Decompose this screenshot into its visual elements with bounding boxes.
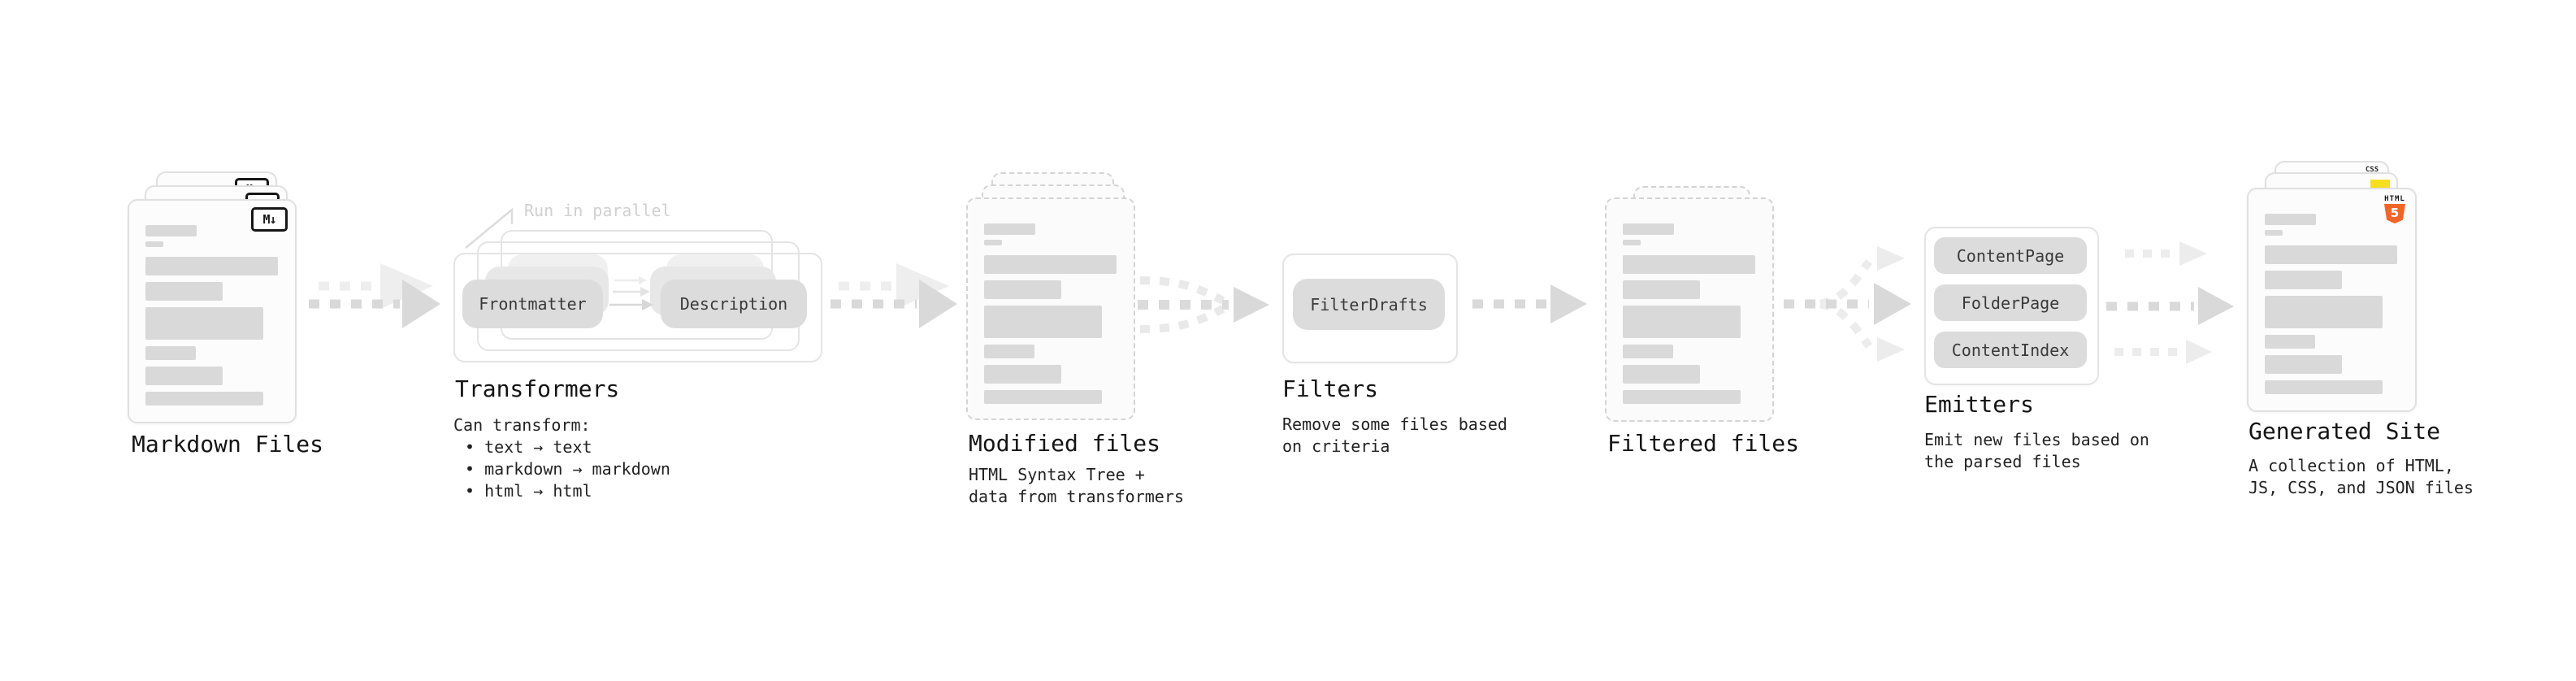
html5-shield: 5 <box>2384 204 2405 223</box>
arrow-transformers-to-modified <box>830 263 957 328</box>
placeholder-text-bars <box>984 223 1122 404</box>
transformers-bullet-2: • markdown → markdown <box>465 459 670 479</box>
arrow-filtered-to-emitters-fanout <box>1784 246 1911 362</box>
frontmatter-pill: Frontmatter <box>462 280 603 328</box>
description-pill: Description <box>661 280 807 328</box>
generated-site-desc-2: JS, CSS, and JSON files <box>2249 478 2474 497</box>
transformers-bullet-1: • text → text <box>465 437 592 457</box>
markdown-icon: M↓ <box>251 207 288 232</box>
emitters-desc-2: the parsed files <box>1924 452 2081 471</box>
filtered-doc-front <box>1605 197 1774 422</box>
parallel-arrows-icon <box>609 276 653 310</box>
arrow-emitters-to-generated <box>2106 241 2234 364</box>
emitters-label: Emitters <box>1924 391 2034 418</box>
filters-label: Filters <box>1282 375 1379 402</box>
placeholder-text-bars <box>145 225 284 406</box>
modified-files-label: Modified files <box>969 430 1161 457</box>
run-in-parallel-annotation: Run in parallel <box>524 201 671 220</box>
arrow-markdown-to-transformers <box>309 263 440 328</box>
markdown-doc-front: M↓ <box>128 199 297 423</box>
transformers-bullet-3: • html → html <box>465 481 592 501</box>
arrow-modified-to-filters-merge <box>1138 276 1269 333</box>
filters-desc-1: Remove some files based <box>1282 414 1507 434</box>
filterdrafts-pill: FilterDrafts <box>1293 279 1445 330</box>
placeholder-text-bars <box>2265 214 2404 394</box>
transformers-description: Can transform: <box>453 415 591 435</box>
modified-files-desc-2: data from transformers <box>969 487 1184 506</box>
generated-site-label: Generated Site <box>2249 418 2441 445</box>
placeholder-text-bars <box>1623 223 1761 404</box>
modified-doc-front <box>966 197 1135 420</box>
contentpage-pill: ContentPage <box>1934 237 2087 274</box>
html5-file-icon: HTML 5 <box>2384 196 2405 223</box>
annotation-callout-line <box>465 207 514 249</box>
modified-files-desc-1: HTML Syntax Tree + <box>969 465 1145 484</box>
emitters-desc-1: Emit new files based on <box>1924 430 2149 449</box>
contentindex-pill: ContentIndex <box>1934 332 2087 368</box>
js-file-icon <box>2370 180 2390 189</box>
markdown-files-label: Markdown Files <box>132 431 324 458</box>
generated-site-desc-1: A collection of HTML, <box>2249 456 2454 475</box>
arrow-filters-to-filtered <box>1472 284 1587 323</box>
transformer-frame-front <box>453 253 822 362</box>
folderpage-pill: FolderPage <box>1934 284 2087 321</box>
filtered-files-label: Filtered files <box>1607 430 1800 457</box>
generated-doc-front: HTML 5 <box>2247 188 2417 412</box>
transformers-label: Transformers <box>455 375 620 402</box>
filters-desc-2: on criteria <box>1282 436 1390 456</box>
html5-word: HTML <box>2384 195 2405 203</box>
